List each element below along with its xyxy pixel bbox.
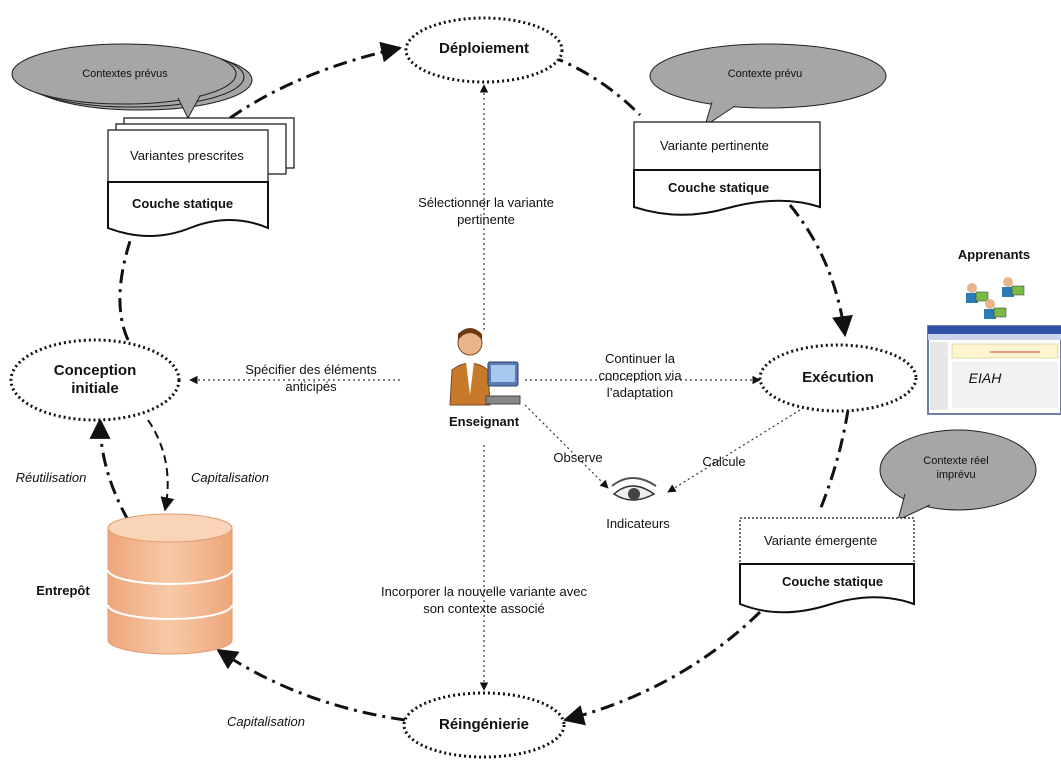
eiah-screenshot-icon bbox=[927, 325, 1061, 415]
label-observe: Observe bbox=[553, 450, 603, 465]
database-cylinder-icon bbox=[107, 513, 233, 655]
label-apprenants: Apprenants bbox=[957, 247, 1031, 262]
node-conception-initiale-label: Conception initiale bbox=[53, 362, 137, 397]
label-eiah: EIAH bbox=[968, 370, 1002, 386]
doc-variante-emergente-layer: Couche statique bbox=[782, 574, 884, 589]
doc-variantes-prescrites-label: Variantes prescrites bbox=[130, 148, 244, 163]
label-capitalisation: Capitalisation bbox=[190, 470, 270, 485]
bubble-contexte-prevu-label: Contexte prévu bbox=[727, 68, 803, 80]
bubble-contexte-reel bbox=[879, 429, 1037, 521]
cycle-arrows bbox=[89, 41, 853, 726]
arc-entrepot-to-conception bbox=[89, 417, 130, 521]
label-enseignant: Enseignant bbox=[448, 414, 520, 429]
arrow-calcule bbox=[667, 409, 801, 493]
node-conception-initiale bbox=[9, 338, 181, 422]
label-calcule: Calcule bbox=[702, 454, 746, 469]
node-execution-label: Exécution bbox=[802, 369, 874, 386]
label-reutilisation: Réutilisation bbox=[15, 470, 87, 485]
arc-execution-to-emergente bbox=[818, 409, 850, 511]
node-reingenierie-label: Réingénierie bbox=[438, 716, 530, 733]
node-deploiement bbox=[404, 16, 564, 84]
arc-variante-to-execution bbox=[788, 204, 853, 338]
arc-conception-to-deploiement bbox=[118, 234, 134, 341]
nodes bbox=[9, 16, 918, 759]
doc-variantes-prescrites bbox=[107, 117, 295, 237]
arc-reingenierie-to-entrepot bbox=[216, 648, 406, 722]
arc-variantes-to-deploiement bbox=[229, 41, 403, 120]
doc-variantes-prescrites-layer: Couche statique bbox=[132, 196, 234, 211]
teacher-arrows bbox=[189, 84, 801, 691]
label-incorporer: Incorporer la nouvelle variante avec son… bbox=[381, 584, 587, 616]
label-selectionner: Sélectionner la variante pertinente bbox=[418, 195, 554, 227]
node-execution bbox=[758, 343, 918, 413]
bubble-contextes-prevus bbox=[11, 43, 253, 120]
node-deploiement-label: Déploiement bbox=[438, 40, 529, 57]
teacher-at-computer-icon bbox=[449, 328, 521, 406]
bubble-contextes-prevus-label: Contextes prévus bbox=[82, 68, 168, 80]
learners-at-computers-icon bbox=[966, 277, 1025, 319]
doc-variante-emergente-label: Variante émergente bbox=[764, 533, 878, 548]
bubble-contexte-prevu bbox=[649, 43, 887, 128]
arc-emergente-to-reingenierie bbox=[562, 610, 762, 726]
label-specifier: Spécifier des éléments anticipés bbox=[245, 362, 377, 394]
label-capitalisation-bottom: Capitalisation bbox=[226, 714, 306, 729]
doc-variante-pertinente bbox=[633, 121, 821, 216]
eye-icon bbox=[611, 477, 657, 501]
doc-variante-pertinente-layer: Couche statique bbox=[668, 180, 770, 195]
doc-variante-emergente bbox=[739, 517, 915, 614]
arc-capitalisation-down bbox=[147, 419, 175, 512]
arrow-observe bbox=[524, 404, 609, 489]
label-entrepot: Entrepôt bbox=[36, 583, 90, 598]
bubble-contexte-reel-label: Contexte réel imprévu bbox=[923, 455, 989, 481]
label-continuer: Continuer la conception via l’adaptation bbox=[598, 351, 682, 400]
node-reingenierie bbox=[402, 691, 566, 759]
doc-variante-pertinente-label: Variante pertinente bbox=[660, 138, 769, 153]
arc-deploiement-to-variante bbox=[549, 54, 642, 117]
label-indicateurs: Indicateurs bbox=[606, 516, 670, 531]
